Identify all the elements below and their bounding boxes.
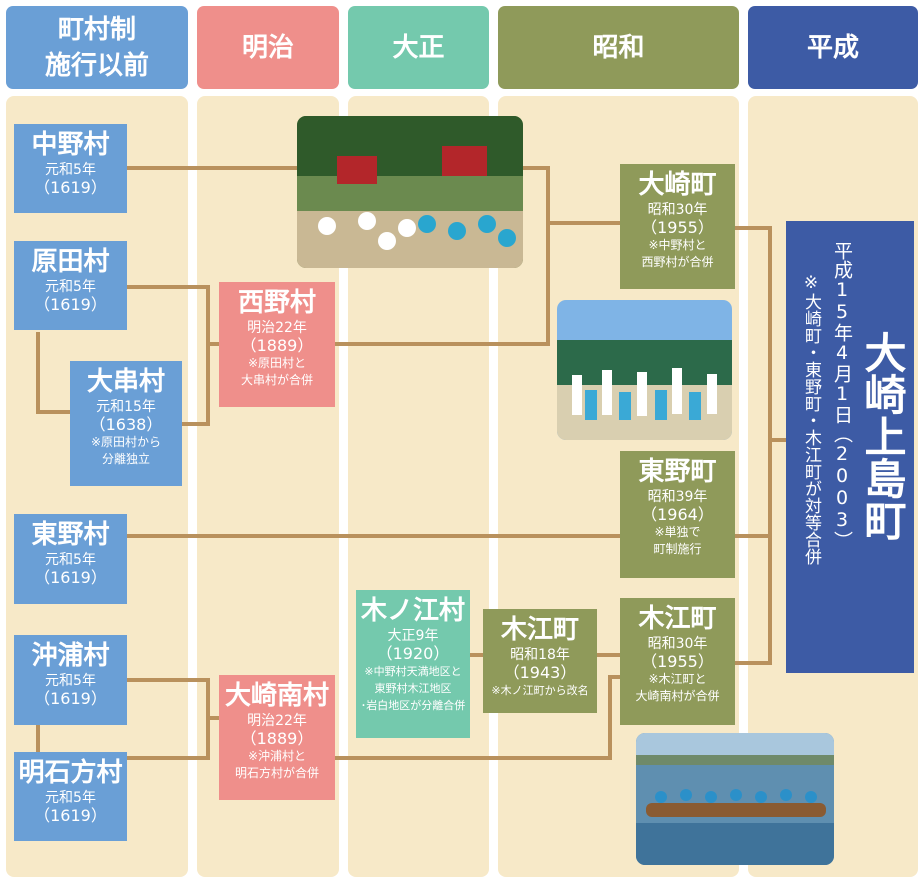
boat-race-photo (636, 733, 834, 865)
header-heisei: 平成 (748, 6, 918, 89)
line-harada-ogushi-merge (127, 285, 210, 426)
line-osakiminami-kie (335, 675, 620, 760)
village-nakano: 中野村 元和5年 （1619） (14, 124, 127, 213)
village-osakiminami: 大崎南村 明治22年 （1889） ※沖浦村と 明石方村が合併 (219, 675, 335, 800)
final-town-name: 大崎上島町 (858, 331, 907, 541)
header-meiji: 明治 (197, 6, 339, 89)
town-kie-1943: 木江町 昭和18年 （1943） ※木ノ江町から改名 (483, 609, 597, 713)
festival-dance-photo (557, 300, 732, 440)
village-nishino: 西野村 明治22年 （1889） ※原田村と 大串村が合併 (219, 282, 335, 407)
village-harada: 原田村 元和5年 （1619） (14, 241, 127, 330)
line-nishino-osaki (335, 223, 550, 346)
village-ogushi: 大串村 元和15年 （1638） ※原田村から 分離独立 (70, 361, 182, 486)
village-higashino: 東野村 元和5年 （1619） (14, 514, 127, 604)
header-pre-municipal: 町村制 施行以前 (6, 6, 188, 89)
village-akashikata: 明石方村 元和5年 （1619） (14, 752, 127, 841)
town-osakikamijima: 大崎上島町 平成15年4月1日（2003） ※大崎町・東野町・木江町が対等合併 (786, 221, 914, 673)
town-kie-1955: 木江町 昭和30年 （1955） ※木江町と 大崎南村が合併 (620, 598, 735, 725)
festival-mikoshi-photo (297, 116, 523, 268)
line-okiura-akashikata (127, 678, 210, 760)
line-showa-merge (735, 226, 772, 665)
line-harada-split-ogushi (36, 332, 70, 414)
header-showa: 昭和 (498, 6, 739, 89)
village-name: 中野村 (31, 130, 110, 160)
final-town-date: 平成15年4月1日（2003） (831, 241, 853, 550)
village-kinoe: 木ノ江村 大正9年 （1920） ※中野村天満地区と 東野村木江地区 ･岩白地区… (356, 590, 470, 738)
village-okiura: 沖浦村 元和5年 （1619） (14, 635, 127, 725)
header-taisho: 大正 (348, 6, 489, 89)
town-higashino: 東野町 昭和39年 （1964） ※単独で 町制施行 (620, 451, 735, 578)
final-town-note: ※大崎町・東野町・木江町が対等合併 (801, 273, 821, 565)
town-osaki: 大崎町 昭和30年 （1955） ※中野村と 西野村が合併 (620, 164, 735, 289)
